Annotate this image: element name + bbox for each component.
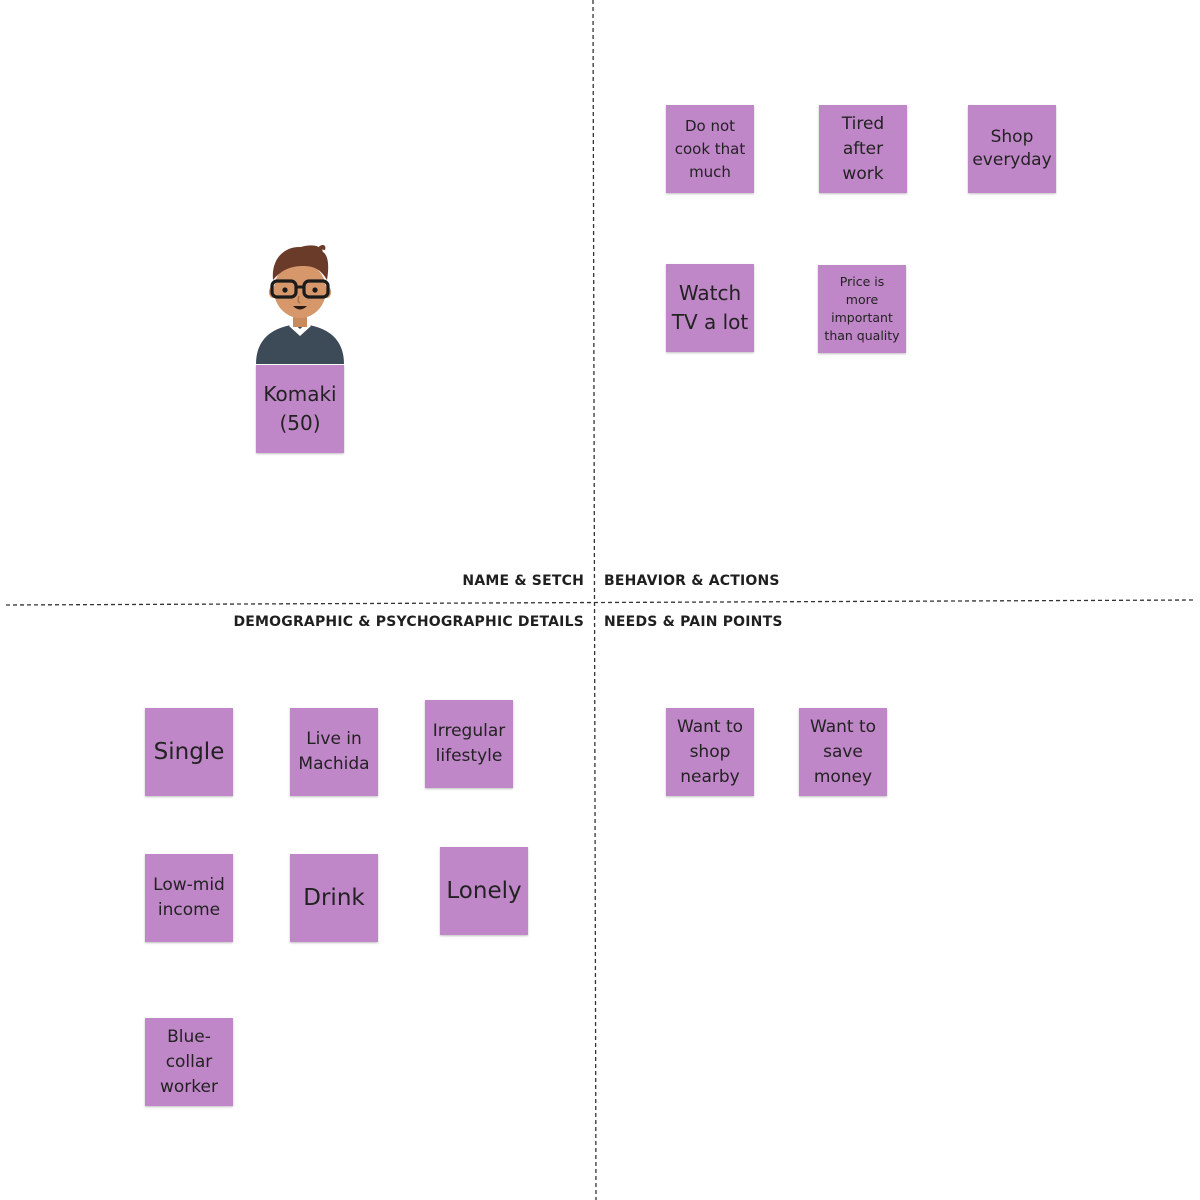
sticky-note-text: Blue-collar worker [160, 1026, 218, 1097]
sticky-note-text: Shop everyday [972, 127, 1052, 170]
sticky-note-text: Want to save money [809, 716, 877, 787]
sticky-note[interactable]: Do not cook that much [666, 105, 754, 193]
sticky-note[interactable]: Want to save money [799, 708, 887, 796]
sticky-note-text: Single [153, 739, 225, 765]
vertical-divider [592, 0, 597, 1200]
sticky-note-text: Want to shop nearby [676, 716, 744, 787]
sticky-note[interactable]: Drink [290, 854, 378, 942]
quadrant-label-needs-pain-points: NEEDS & PAIN POINTS [604, 614, 783, 630]
sticky-note[interactable]: Tired after work [819, 105, 907, 193]
sticky-note[interactable]: Live in Machida [290, 708, 378, 796]
sticky-note[interactable]: Lonely [440, 847, 528, 935]
sticky-note-text: Tired after work [841, 113, 885, 184]
sticky-note[interactable]: Low-mid income [145, 854, 233, 942]
sticky-note-text: Live in Machida [298, 729, 370, 774]
sticky-note-text: Do not cook that much [674, 116, 746, 181]
sticky-note-text: Irregular lifestyle [432, 721, 506, 766]
sticky-note[interactable]: Shop everyday [968, 105, 1056, 193]
sticky-note-text: Price is more important than quality [824, 274, 900, 343]
person-with-glasses-icon[interactable] [255, 240, 345, 366]
horizontal-divider [5, 599, 1195, 606]
sticky-note-text: Low-mid income [153, 875, 225, 920]
sticky-note[interactable]: Price is more important than quality [818, 265, 906, 353]
quadrant-label-name-sketch: NAME & SETCH [462, 573, 584, 589]
sticky-note[interactable]: Irregular lifestyle [425, 700, 513, 788]
sticky-note-text: Lonely [446, 878, 522, 904]
sticky-note-text: Watch TV a lot [671, 281, 749, 334]
sticky-note-text: Drink [303, 885, 365, 911]
sticky-note[interactable]: Single [145, 708, 233, 796]
quadrant-label-behavior-actions: BEHAVIOR & ACTIONS [604, 573, 780, 589]
sticky-note[interactable]: Want to shop nearby [666, 708, 754, 796]
persona-name-text: Komaki (50) [263, 382, 337, 435]
persona-name-note[interactable]: Komaki (50) [256, 365, 344, 453]
sticky-note[interactable]: Watch TV a lot [666, 264, 754, 352]
sticky-note[interactable]: Blue-collar worker [145, 1018, 233, 1106]
quadrant-label-demographic-details: DEMOGRAPHIC & PSYCHOGRAPHIC DETAILS [233, 614, 584, 630]
